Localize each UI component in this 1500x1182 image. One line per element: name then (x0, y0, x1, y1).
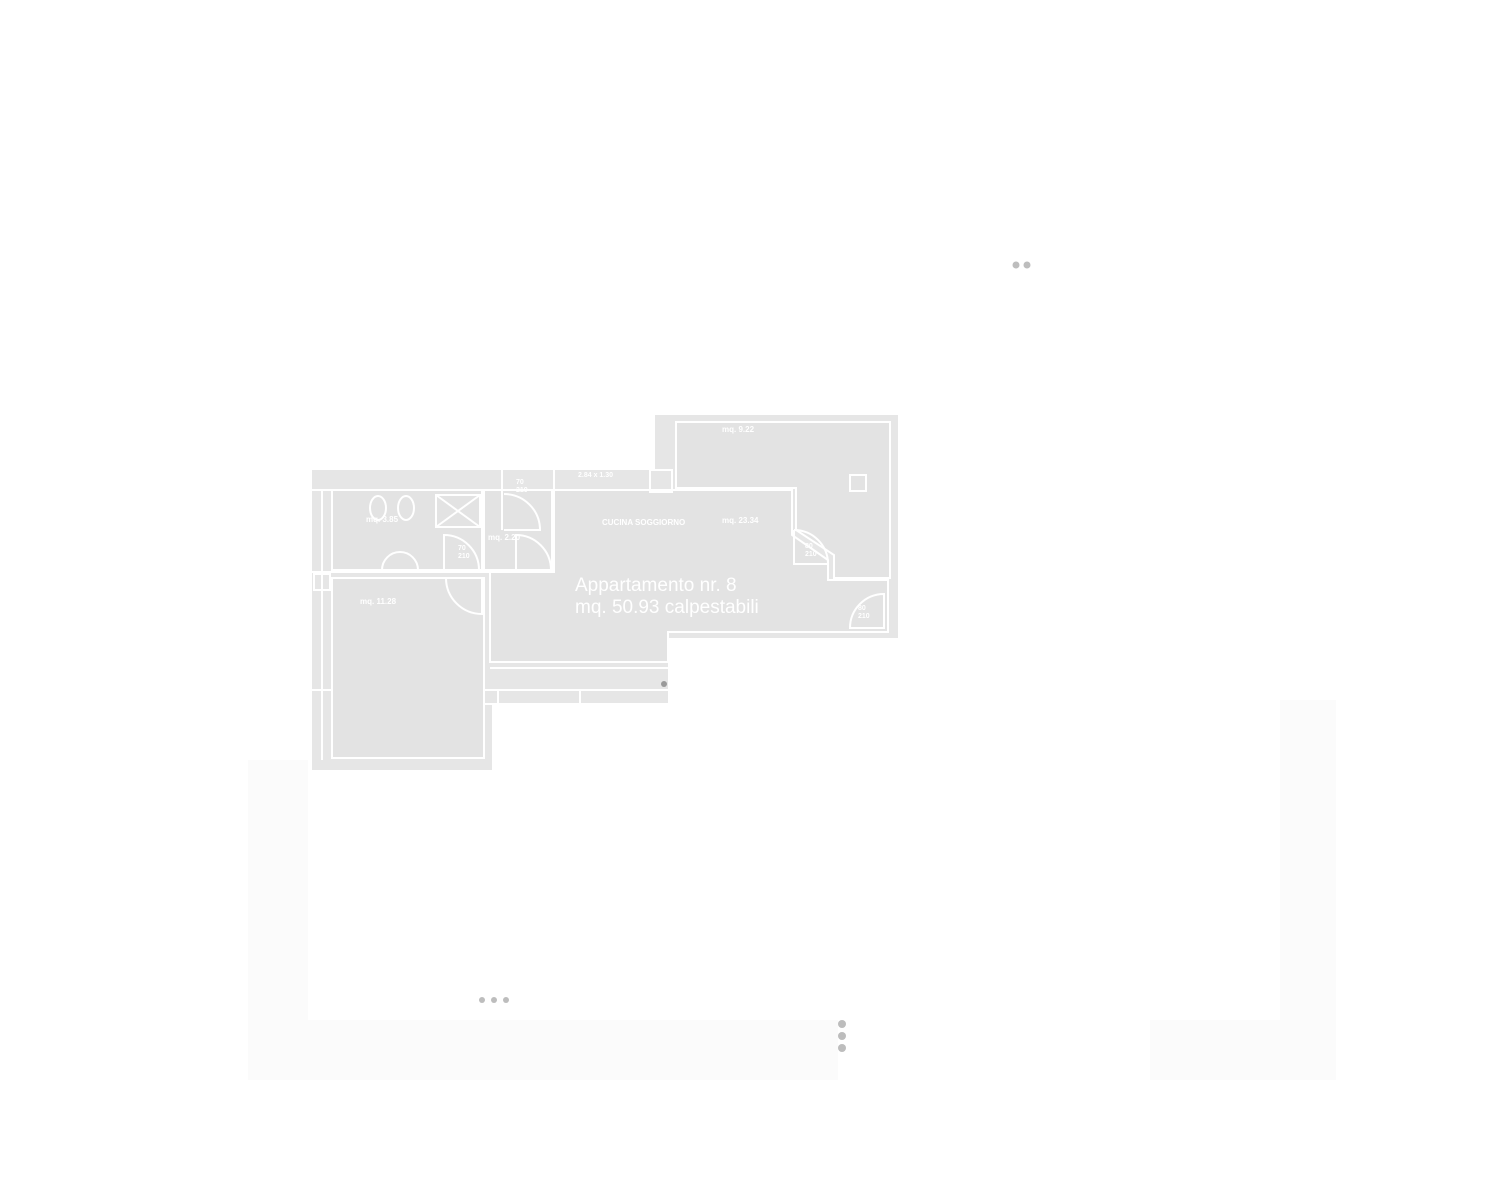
toilet-fixture (369, 495, 387, 521)
chimney-box (849, 474, 867, 492)
column (313, 573, 331, 591)
column (649, 469, 673, 493)
door-swing (443, 533, 480, 571)
plan-title-line1: Appartamento nr. 8 (575, 575, 737, 596)
handle-dot (1023, 261, 1031, 269)
door-swing (445, 577, 483, 616)
ghost-panel-right (1280, 700, 1336, 1080)
floor-plan: CUCINA SOGGIORNO mq. 23.34 mq. 9.22 mq. … (312, 415, 898, 770)
handle-dot (479, 997, 485, 1003)
dot-handle-bottom[interactable] (479, 997, 509, 1003)
ghost-panel-bottom-right (1150, 1020, 1336, 1080)
room-area-bathroom: mq. 3.85 (366, 515, 399, 524)
handle-dot (838, 1020, 846, 1028)
door-swing (793, 529, 830, 565)
strip-dimension-label: 2.84 x 1.30 (578, 472, 613, 479)
dot-handle-vertical[interactable] (838, 1020, 846, 1052)
ghost-backdrop (248, 700, 1336, 1080)
door-swing (503, 493, 542, 531)
room-area-hall: mq. 2.20 (488, 533, 521, 542)
handle-dot (1012, 261, 1020, 269)
handle-dot (838, 1044, 846, 1052)
plan-title-line2: mq. 50.93 calpestabili (575, 597, 759, 618)
room-label-living: CUCINA SOGGIORNO (602, 518, 685, 527)
door-swing (848, 592, 885, 629)
shower-tray (435, 494, 481, 528)
ghost-panel-bottom (248, 1020, 838, 1080)
dot-handle-top[interactable] (1012, 261, 1031, 269)
plan-labels: CUCINA SOGGIORNO mq. 23.34 mq. 9.22 mq. … (360, 425, 870, 620)
handle-dot (503, 997, 509, 1003)
room-area-living: mq. 23.34 (722, 516, 759, 525)
bidet-fixture (397, 495, 415, 521)
plan-marker-dot (661, 681, 667, 687)
room-area-terrace: mq. 9.22 (722, 425, 755, 434)
door-swing (515, 533, 552, 571)
shower-diagonal (435, 494, 481, 528)
handle-dot (838, 1032, 846, 1040)
room-terrace (675, 421, 891, 579)
room-bedroom (331, 577, 485, 759)
column (483, 689, 499, 705)
room-area-bedroom: mq. 11.28 (360, 597, 397, 606)
handle-dot (491, 997, 497, 1003)
room-bathroom (331, 489, 483, 571)
sink-fixture (381, 551, 419, 571)
